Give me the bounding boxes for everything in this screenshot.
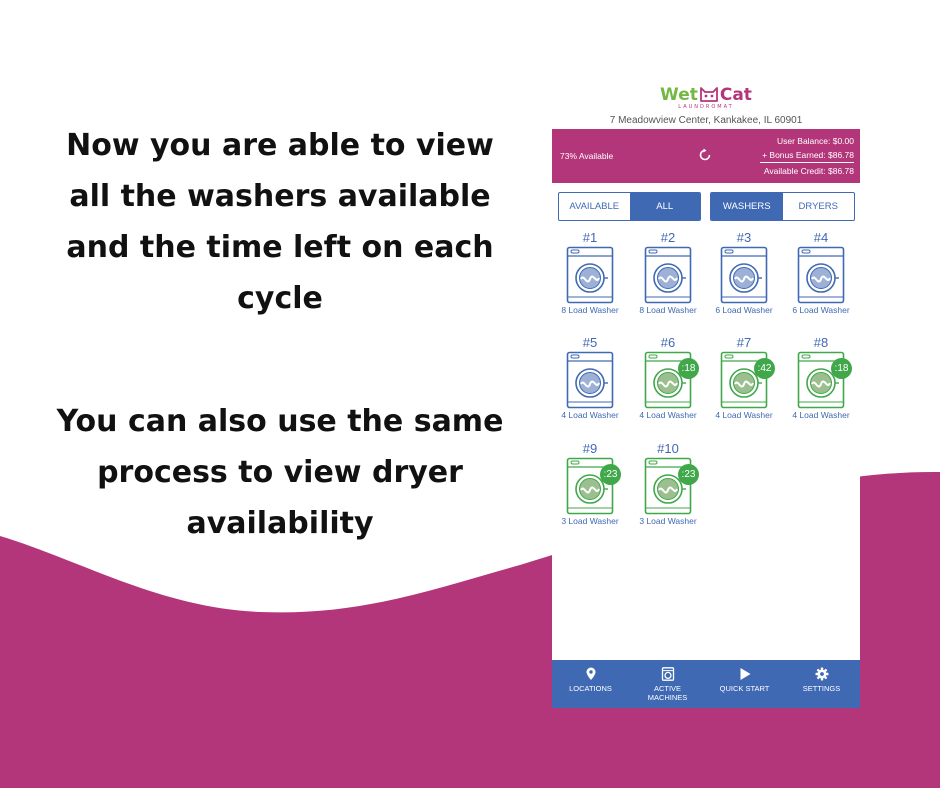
machine-card[interactable]: #10 3 Load Washer :23: [630, 441, 706, 541]
app-screen: Wet Cat LAUNDROMAT 7 Meadowview Center, …: [552, 80, 860, 708]
washer-icon: [644, 246, 692, 304]
play-icon: [740, 668, 750, 680]
machine-card[interactable]: #1 8 Load Washer: [552, 230, 628, 330]
instruction-line: all the washers available: [69, 179, 491, 214]
machine-number: #7: [736, 335, 752, 350]
time-left-badge: :23: [600, 464, 621, 485]
bonus-earned: + Bonus Earned: $86.78: [762, 150, 854, 160]
nav-label: SETTINGS: [802, 684, 841, 693]
app-logo: Wet Cat LAUNDROMAT: [552, 84, 860, 114]
location-pin-icon: [586, 667, 595, 680]
machine-label: 4 Load Washer: [639, 410, 697, 420]
machine-number: #6: [660, 335, 676, 350]
machine-number: #5: [582, 335, 598, 350]
refresh-icon[interactable]: [698, 148, 712, 162]
availability-filter: AVAILABLE ALL: [558, 192, 701, 221]
machine-label: 4 Load Washer: [715, 410, 773, 420]
gear-icon: [815, 667, 828, 681]
bottom-nav: LOCATIONS ACTIVE MACHINES QUICK START: [552, 660, 860, 708]
time-left-badge: :18: [831, 358, 852, 379]
time-left-badge: :18: [678, 358, 699, 379]
instruction-line: cycle: [237, 281, 323, 316]
machine-number: #4: [813, 230, 829, 245]
tab-washers[interactable]: WASHERS: [711, 193, 783, 220]
instruction-line: process to view dryer: [97, 455, 463, 490]
machine-number: #8: [813, 335, 829, 350]
machine-number: #9: [582, 441, 598, 456]
washer-icon: [566, 246, 614, 304]
machine-label: 8 Load Washer: [561, 305, 619, 315]
machine-number: #1: [582, 230, 598, 245]
washer-icon: [797, 246, 845, 304]
user-balance: User Balance: $0.00: [776, 136, 854, 146]
instruction-text-dryers: You can also use the same process to vie…: [20, 396, 540, 549]
machine-number: #2: [660, 230, 676, 245]
machine-card[interactable]: #9 3 Load Washer :23: [552, 441, 628, 541]
machine-label: 6 Load Washer: [715, 305, 773, 315]
status-bar: 73% Available User Balance: $0.00 + Bonu…: [552, 129, 860, 183]
instruction-line: availability: [186, 506, 374, 541]
tab-all[interactable]: ALL: [629, 193, 700, 220]
instruction-text-washers: Now you are able to view all the washers…: [20, 120, 540, 324]
nav-label: LOCATIONS: [569, 684, 612, 693]
cat-face-icon: [699, 87, 718, 102]
instruction-line: Now you are able to view: [66, 128, 494, 163]
balance-divider: [760, 162, 854, 163]
nav-quick-start[interactable]: QUICK START: [706, 660, 783, 708]
machine-card[interactable]: #8 4 Load Washer :18: [783, 335, 859, 435]
logo-subtitle: LAUNDROMAT: [678, 104, 734, 110]
instruction-line: and the time left on each: [66, 230, 494, 265]
nav-label: ACTIVE MACHINES: [647, 684, 688, 702]
machine-label: 3 Load Washer: [561, 516, 619, 526]
logo-cat-text: Cat: [719, 85, 752, 105]
machine-label: 3 Load Washer: [639, 516, 697, 526]
washer-icon: [566, 457, 614, 515]
machine-number: #10: [657, 441, 679, 456]
machine-card[interactable]: #7 4 Load Washer :42: [706, 335, 782, 435]
machine-card[interactable]: #6 4 Load Washer :18: [630, 335, 706, 435]
tab-dryers[interactable]: DRYERS: [798, 201, 838, 212]
available-credit: Available Credit: $86.78: [763, 166, 854, 176]
logo-wet-text: Wet: [660, 85, 698, 105]
machine-card[interactable]: #2 8 Load Washer: [630, 230, 706, 330]
nav-active-machines[interactable]: ACTIVE MACHINES: [629, 660, 706, 708]
location-address: 7 Meadowview Center, Kankakee, IL 60901: [609, 115, 803, 126]
nav-locations[interactable]: LOCATIONS: [552, 660, 629, 708]
instruction-line: You can also use the same: [56, 404, 504, 439]
machine-card[interactable]: #3 6 Load Washer: [706, 230, 782, 330]
washer-icon: [566, 351, 614, 409]
machine-label: 6 Load Washer: [792, 305, 850, 315]
washer-icon: [720, 246, 768, 304]
machine-label: 4 Load Washer: [561, 410, 619, 420]
machine-card[interactable]: #4 6 Load Washer: [783, 230, 859, 330]
machine-number: #3: [736, 230, 752, 245]
time-left-badge: :42: [754, 358, 775, 379]
nav-settings[interactable]: SETTINGS: [783, 660, 860, 708]
machine-label: 4 Load Washer: [792, 410, 850, 420]
machine-type-filter: WASHERS DRYERS: [710, 192, 855, 221]
nav-label: QUICK START: [719, 684, 770, 693]
machine-label: 8 Load Washer: [639, 305, 697, 315]
availability-percentage: 73% Available: [560, 151, 614, 161]
tab-available[interactable]: AVAILABLE: [569, 201, 620, 212]
time-left-badge: :23: [678, 464, 699, 485]
machine-card[interactable]: #5 4 Load Washer: [552, 335, 628, 435]
washer-icon: [661, 667, 674, 681]
